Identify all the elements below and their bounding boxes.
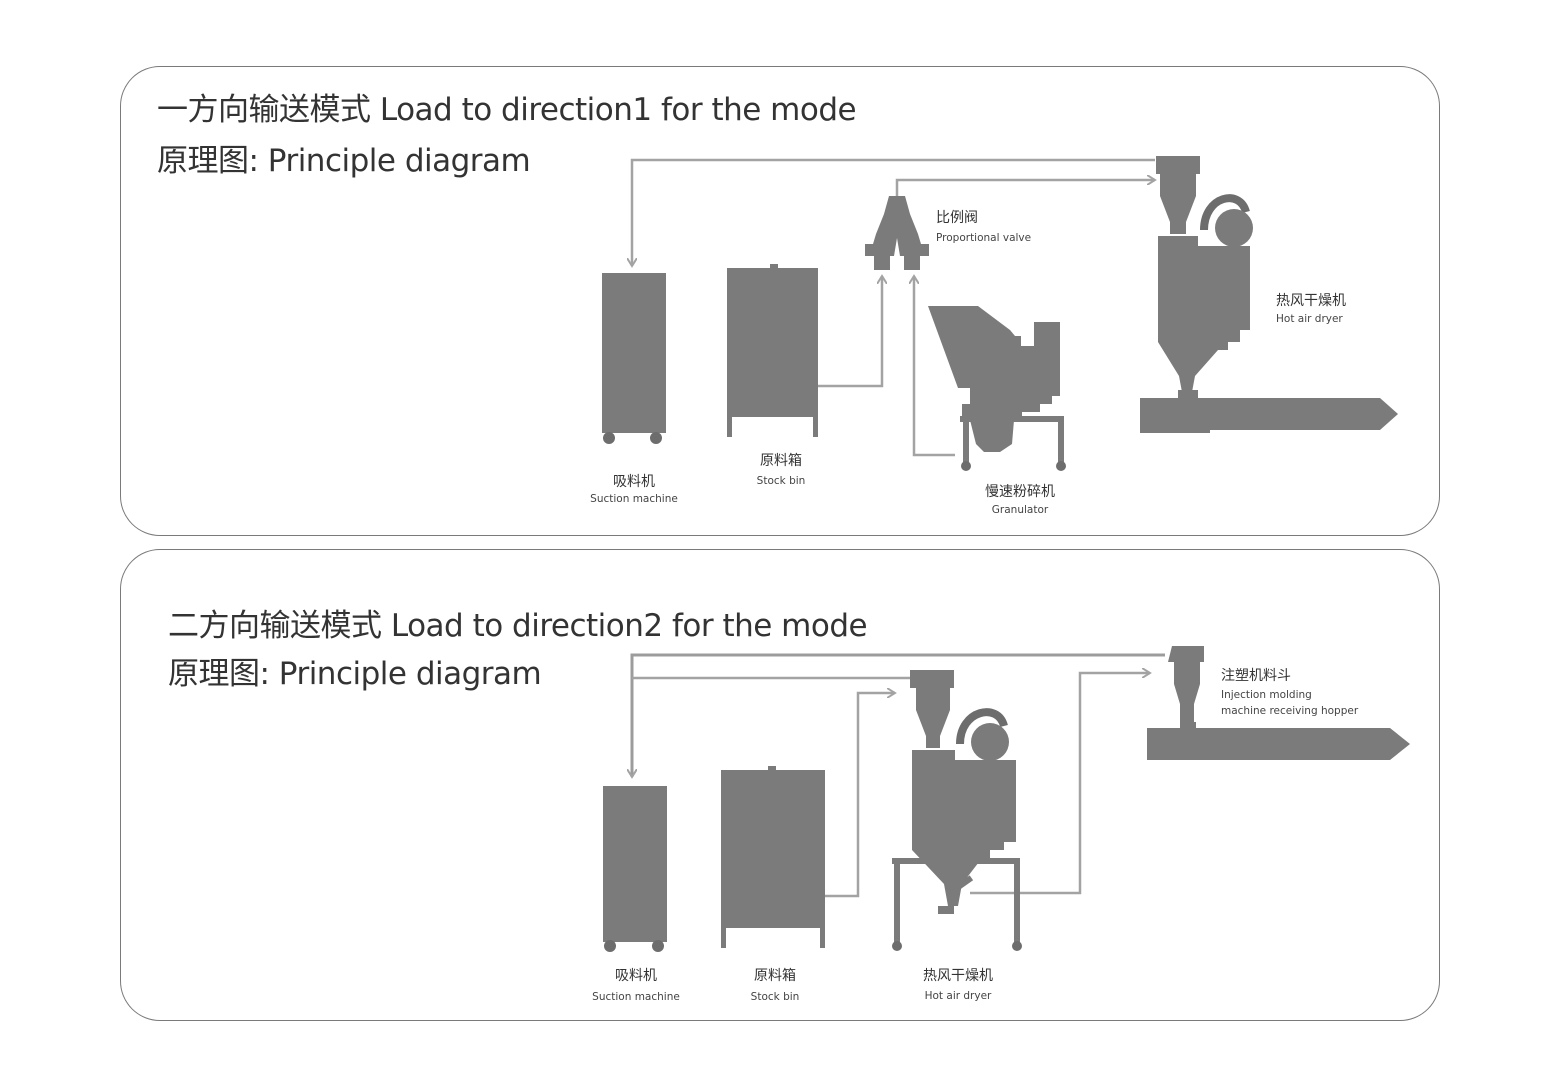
hot-air-dryer-2 — [892, 670, 1022, 951]
panel2-title: 二方向输送模式 Load to direction2 for the mode — [168, 608, 868, 644]
label-hot-air-dryer-2-en: Hot air dryer — [925, 990, 992, 1002]
pipe-granulator-to-valve — [914, 276, 955, 457]
panel1-subtitle: 原理图: Principle diagram — [157, 143, 531, 179]
label-suction-machine-2-en: Suction machine — [592, 991, 680, 1003]
hot-air-dryer-1 — [1156, 156, 1253, 398]
label-proportional-valve-en: Proportional valve — [936, 232, 1031, 244]
label-suction-machine-zh: 吸料机 — [613, 474, 655, 490]
pipe-hopper-to-suction — [632, 653, 1165, 777]
panel2-subtitle: 原理图: Principle diagram — [168, 656, 542, 692]
pipe-stockbin-to-dryer — [802, 693, 895, 898]
label-stock-bin-2-zh: 原料箱 — [754, 968, 796, 984]
label-hot-air-dryer-en: Hot air dryer — [1276, 313, 1343, 325]
stock-bin-1 — [727, 264, 818, 437]
pipe-valve-to-dryer — [895, 180, 1155, 198]
label-hopper-zh: 注塑机料斗 — [1221, 668, 1291, 684]
pipe-dryer-to-suction — [632, 158, 1155, 266]
label-granulator-en: Granulator — [992, 504, 1049, 516]
extruder-2 — [1147, 728, 1410, 760]
stock-bin-2 — [721, 766, 825, 948]
label-stock-bin-2-en: Stock bin — [751, 991, 800, 1003]
pipe-stockbin-to-valve — [802, 276, 882, 388]
label-hopper-en-2: machine receiving hopper — [1221, 705, 1359, 717]
panel1-title: 一方向输送模式 Load to direction1 for the mode — [157, 92, 857, 128]
label-suction-machine-2-zh: 吸料机 — [615, 968, 657, 984]
label-hot-air-dryer-2-zh: 热风干燥机 — [923, 968, 993, 984]
label-stock-bin-en: Stock bin — [757, 475, 806, 487]
suction-machine-1 — [602, 273, 666, 444]
suction-machine-2 — [603, 786, 667, 952]
extruder-1 — [1140, 398, 1398, 433]
pipe-dryer-to-hopper — [970, 673, 1150, 895]
label-hot-air-dryer-zh: 热风干燥机 — [1276, 293, 1346, 309]
label-hopper-en-1: Injection molding — [1221, 689, 1312, 701]
injection-molding-hopper — [1168, 646, 1204, 730]
label-proportional-valve-zh: 比例阀 — [936, 210, 978, 226]
proportional-valve — [865, 196, 929, 270]
granulator — [928, 306, 1066, 471]
label-suction-machine-en: Suction machine — [590, 493, 678, 505]
label-granulator-zh: 慢速粉碎机 — [985, 483, 1055, 500]
label-stock-bin-zh: 原料箱 — [760, 453, 802, 469]
